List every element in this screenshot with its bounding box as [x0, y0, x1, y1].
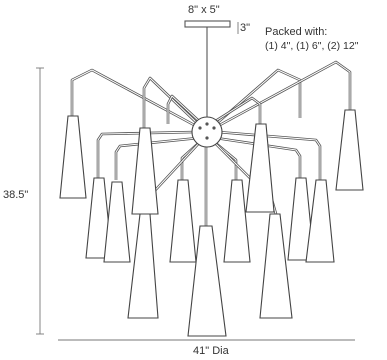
shade — [103, 181, 131, 263]
canopy-dimension-label: 8" x 5" — [188, 4, 220, 16]
packed-with-detail: (1) 4", (1) 6", (2) 12" — [265, 40, 359, 52]
shade — [187, 225, 227, 337]
shade — [127, 213, 159, 319]
canopy — [184, 20, 231, 118]
shade — [59, 115, 87, 199]
shade — [245, 123, 275, 213]
shade — [335, 109, 364, 191]
packed-with-title: Packed with: — [265, 26, 328, 38]
shade — [305, 179, 335, 263]
shade — [223, 179, 251, 263]
shade — [169, 179, 197, 263]
width-dimension-label: 41" Dia — [193, 345, 229, 357]
center-hub — [191, 116, 223, 148]
height-dimension-label: 38.5" — [3, 189, 29, 201]
shade — [131, 127, 159, 215]
shades — [59, 109, 364, 337]
height-dimension-line — [36, 67, 44, 335]
shade — [259, 213, 293, 319]
arms — [70, 60, 352, 226]
rod-dimension-label: 3" — [240, 22, 251, 34]
